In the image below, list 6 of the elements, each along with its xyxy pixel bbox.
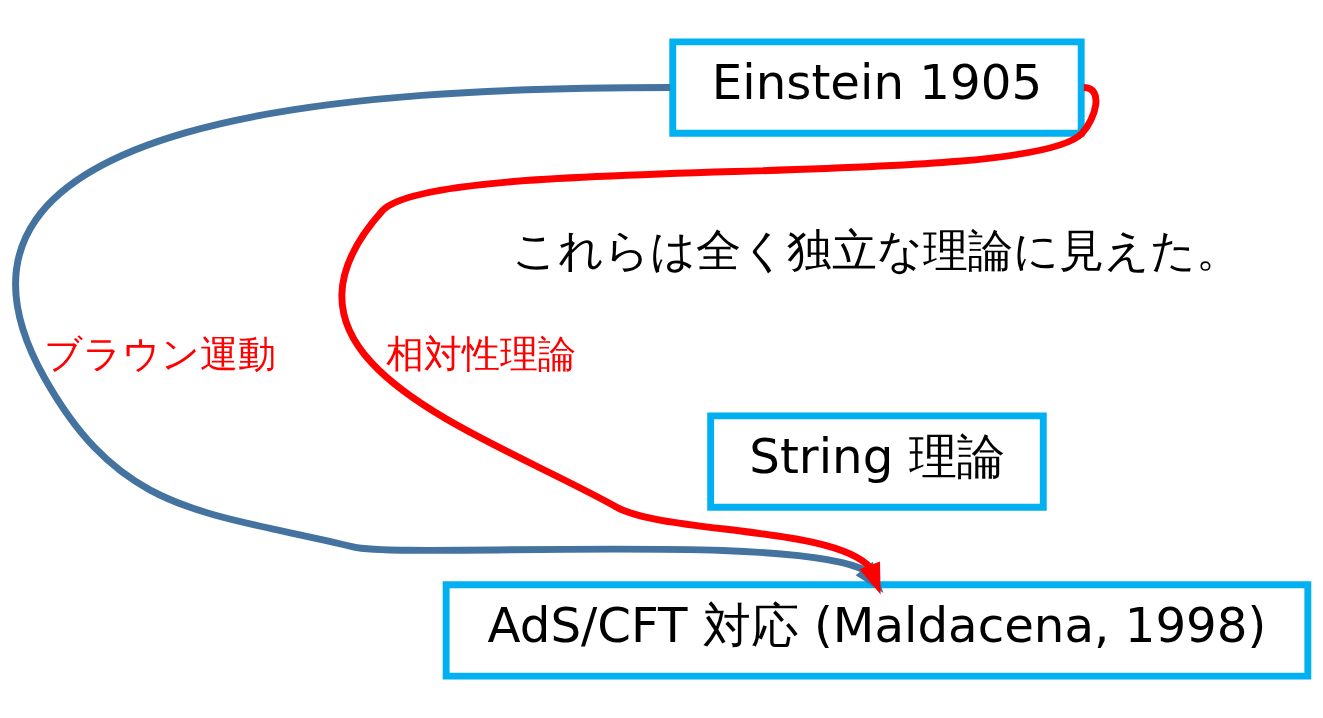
edge-label: ブラウン運動 <box>44 331 277 376</box>
node-box: AdS/CFT 対応 (Maldacena, 1998) <box>442 581 1312 680</box>
node-box: Einstein 1905 <box>669 38 1085 137</box>
edge-label: 相対性理論 <box>386 331 577 376</box>
node-box: String 理論 <box>707 412 1047 511</box>
label: これらは全く独立な理論に見えた。 <box>512 223 1242 277</box>
